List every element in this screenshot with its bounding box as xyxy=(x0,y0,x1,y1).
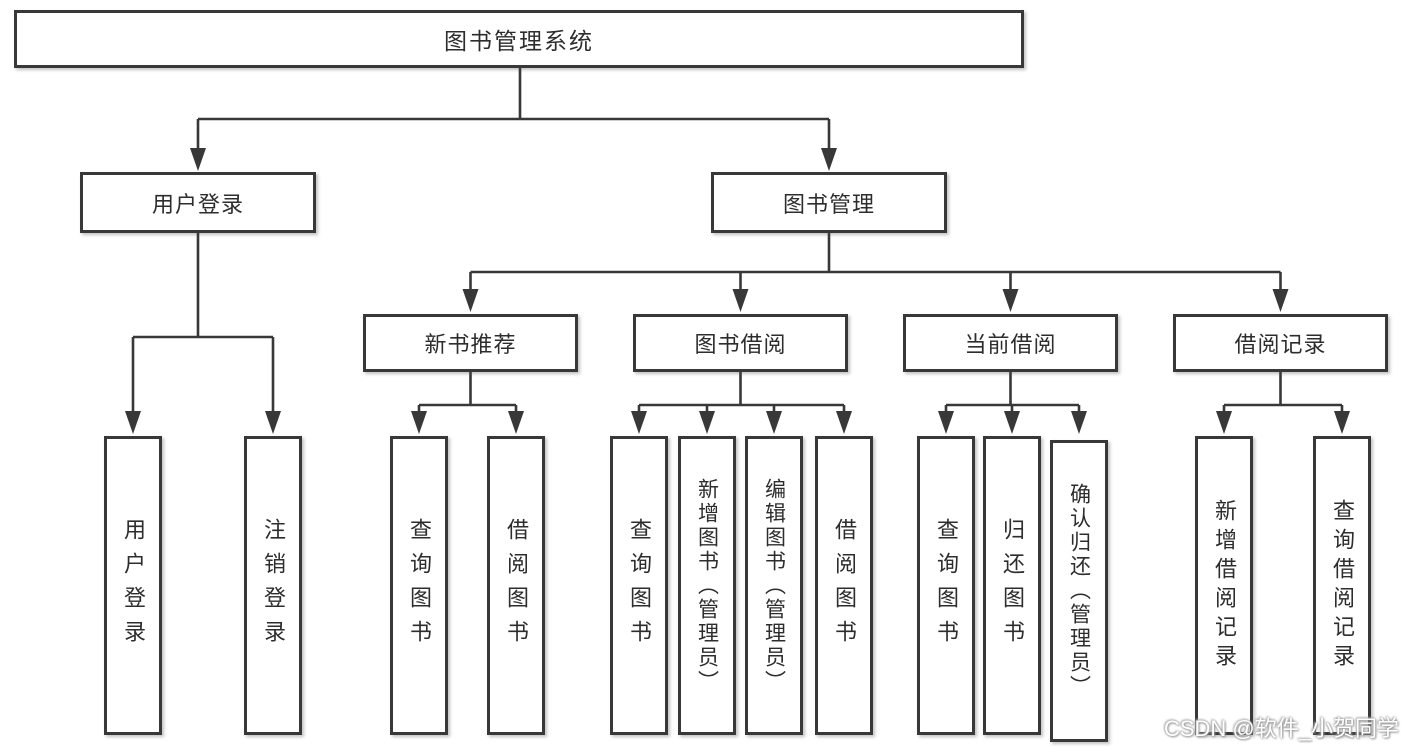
leaf-query-books-1-label: 查询图书 xyxy=(407,517,432,654)
leaf-query-books-2: 查询图书 xyxy=(610,436,668,735)
leaf-query-books-2-label: 查询图书 xyxy=(627,517,652,654)
node-current-borrow: 当前借阅 xyxy=(903,314,1118,372)
watermark-csdn: CSDN @软件_小贺同学 xyxy=(1163,716,1399,741)
leaf-add-books-admin-label: 新增图书（管理员） xyxy=(695,477,719,694)
leaf-edit-books-admin-label: 编辑图书（管理员） xyxy=(762,477,786,694)
leaf-user-login: 用户登录 xyxy=(104,436,162,735)
leaf-query-books-3: 查询图书 xyxy=(917,436,975,735)
leaf-edit-books-admin: 编辑图书（管理员） xyxy=(745,436,803,735)
node-user-login: 用户登录 xyxy=(80,172,316,233)
node-root-label: 图书管理系统 xyxy=(444,28,594,54)
leaf-add-books-admin: 新增图书（管理员） xyxy=(678,436,736,735)
node-new-book-recommend: 新书推荐 xyxy=(363,314,578,372)
leaf-query-borrow-record-label: 查询借阅记录 xyxy=(1330,498,1355,673)
node-book-management-label: 图书管理 xyxy=(782,191,875,217)
leaf-confirm-return-admin-label: 确认归还（管理员） xyxy=(1067,483,1091,699)
leaf-borrow-books-2: 借阅图书 xyxy=(815,436,873,735)
leaf-user-login-label: 用户登录 xyxy=(121,517,146,654)
arrowheads xyxy=(125,148,1350,434)
leaf-return-books-label: 归还图书 xyxy=(1000,517,1025,654)
node-user-login-label: 用户登录 xyxy=(151,191,244,217)
node-root: 图书管理系统 xyxy=(14,10,1024,68)
leaf-query-books-1: 查询图书 xyxy=(390,436,448,735)
leaf-return-books: 归还图书 xyxy=(983,436,1041,735)
node-book-borrow: 图书借阅 xyxy=(633,314,848,372)
node-current-borrow-label: 当前借阅 xyxy=(964,332,1057,357)
node-book-borrow-label: 图书借阅 xyxy=(694,332,787,357)
leaf-borrow-books-2-label: 借阅图书 xyxy=(832,517,857,654)
leaf-borrow-books-1-label: 借阅图书 xyxy=(504,517,529,654)
leaf-query-books-3-label: 查询图书 xyxy=(934,517,959,654)
leaf-logout-label: 注销登录 xyxy=(261,517,286,654)
leaf-query-borrow-record: 查询借阅记录 xyxy=(1313,436,1371,735)
node-borrow-records-label: 借阅记录 xyxy=(1234,332,1327,357)
node-new-book-recommend-label: 新书推荐 xyxy=(424,332,517,357)
leaf-add-borrow-record: 新增借阅记录 xyxy=(1195,436,1253,735)
node-borrow-records: 借阅记录 xyxy=(1173,314,1388,372)
leaf-logout: 注销登录 xyxy=(244,436,302,735)
leaf-confirm-return-admin: 确认归还（管理员） xyxy=(1050,440,1108,742)
node-book-management: 图书管理 xyxy=(711,172,947,233)
leaf-add-borrow-record-label: 新增借阅记录 xyxy=(1212,498,1237,673)
leaf-borrow-books-1: 借阅图书 xyxy=(487,436,545,735)
